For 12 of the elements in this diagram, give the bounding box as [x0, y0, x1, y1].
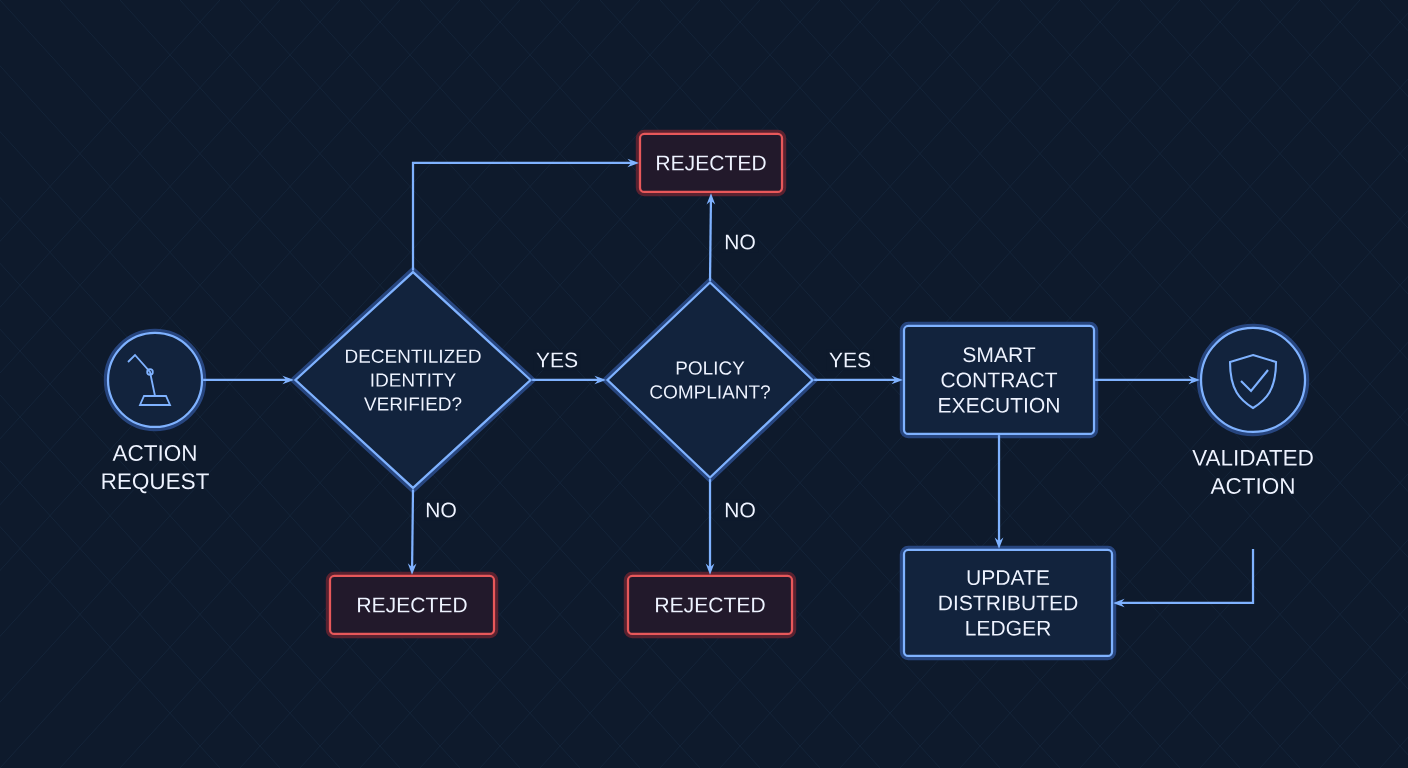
rejected-box: REJECTED [623, 571, 797, 639]
node-label: VALIDATED ACTION [1192, 450, 1313, 494]
edge-label: NO [422, 499, 460, 521]
edge-label: NO [721, 499, 759, 521]
edge-label: NO [721, 231, 759, 253]
edge-label: YES [826, 349, 874, 371]
process-box: SMART CONTRACT EXECUTION [899, 321, 1099, 439]
node-label: ACTION REQUEST [102, 445, 209, 494]
edge-label: YES [533, 349, 581, 371]
process-box: UPDATE DISTRIBUTED LEDGER [899, 545, 1117, 661]
rejected-box: REJECTED [635, 129, 787, 197]
rejected-box: REJECTED [325, 571, 499, 639]
